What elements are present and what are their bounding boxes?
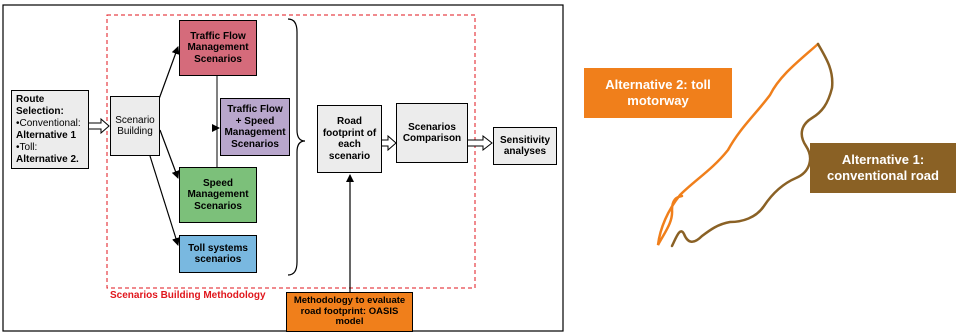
methodology-frame (106, 14, 476, 289)
speed-management-label: Speed Management Scenarios (187, 177, 249, 212)
arrow-to-toll (149, 155, 180, 246)
footprint-to-comparison-arrow (382, 134, 397, 152)
sensitivity-analyses-label: Sensitivity analyses (499, 134, 551, 158)
scenarios-comparison-box: Scenarios Comparison (396, 103, 468, 163)
toll-systems-box: Toll systems scenarios (179, 235, 257, 273)
toll-systems-label: Toll systems scenarios (188, 242, 248, 266)
grouping-brace (287, 18, 306, 276)
traffic-flow-label: Traffic Flow Management Scenarios (187, 30, 249, 65)
alternative-2-label: Alternative 2: toll motorway (584, 68, 732, 118)
oasis-box: Methodology to evaluate road footprint: … (286, 292, 413, 332)
route-selection-title: Route Selection: (16, 94, 64, 117)
alternative-2-text: Alternative 2: toll motorway (605, 76, 711, 108)
combined-management-label: Traffic Flow + Speed Management Scenario… (224, 104, 286, 150)
route-toll-prefix: •Toll: (16, 142, 38, 153)
route-toll-value: Alternative 2. (16, 154, 79, 165)
route-conventional-value: Alternative 1 (16, 130, 77, 141)
alternative-2-route (656, 42, 820, 246)
road-footprint-label: Road footprint of each scenario (322, 116, 377, 162)
sensitivity-analyses-box: Sensitivity analyses (493, 127, 557, 165)
alternative-1-label: Alternative 1: conventional road (810, 143, 956, 193)
outer-frame (2, 4, 564, 332)
traffic-flow-box: Traffic Flow Management Scenarios (179, 20, 257, 76)
combined-management-box: Traffic Flow + Speed Management Scenario… (220, 98, 290, 156)
route-selection-box: Route Selection: •Conventional: Alternat… (11, 90, 89, 169)
comparison-to-sensitivity-arrow (467, 134, 493, 152)
speed-management-box: Speed Management Scenarios (179, 167, 257, 223)
alternative-1-route (670, 42, 834, 248)
route-to-building-arrow (89, 117, 110, 135)
scenario-building-label: Scenario Building (115, 114, 155, 138)
arrow-to-speed (159, 129, 180, 179)
road-footprint-box: Road footprint of each scenario (317, 105, 382, 173)
oasis-label: Methodology to evaluate road footprint: … (293, 294, 406, 328)
route-conventional-prefix: •Conventional: (16, 118, 81, 129)
methodology-label: Scenarios Building Methodology (110, 290, 266, 301)
scenarios-comparison-label: Scenarios Comparison (402, 121, 462, 145)
alternative-1-text: Alternative 1: conventional road (827, 151, 939, 183)
scenario-building-box: Scenario Building (110, 96, 160, 156)
